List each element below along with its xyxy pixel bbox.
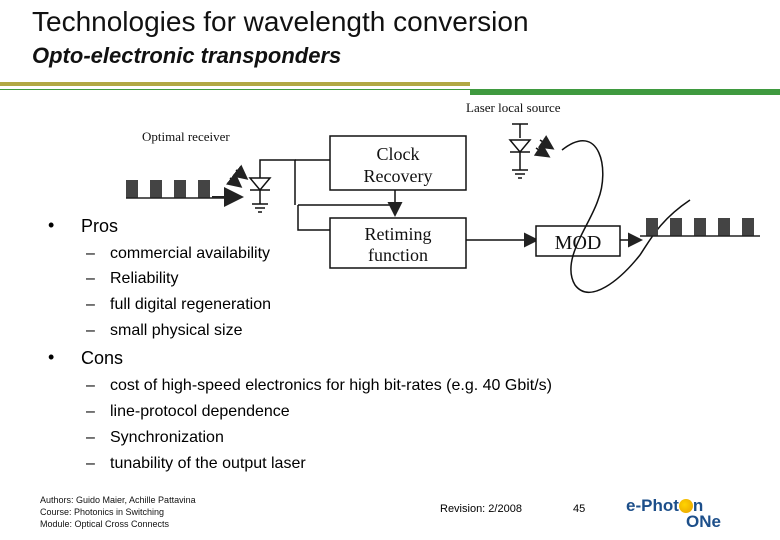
cons-item-text: Synchronization — [110, 429, 224, 446]
cons-item-text: line-protocol dependence — [110, 403, 290, 420]
pros-heading: Pros — [81, 216, 119, 236]
clock-label-1: Clock — [377, 144, 420, 164]
page-title: Technologies for wavelength conversion — [32, 6, 529, 37]
green-rule-thin — [0, 89, 470, 90]
logo-text-n: n — [692, 496, 704, 515]
page-number: 45 — [573, 503, 586, 515]
footer-module: Module: Optical Cross Connects — [40, 519, 170, 529]
output-pulse-train — [640, 218, 760, 237]
receiver-label: Optimal receiver — [142, 129, 230, 144]
cons-item-text: tunability of the output laser — [110, 455, 306, 472]
green-rule — [470, 89, 780, 95]
cons-heading: Cons — [81, 348, 124, 368]
logo-orb-icon — [678, 499, 693, 513]
pros-item-text: full digital regeneration — [110, 296, 271, 313]
footer-course: Course: Photonics in Switching — [40, 507, 165, 517]
cons-item-text: cost of high-speed electronics for high … — [110, 377, 552, 394]
pros-item-text: small physical size — [110, 322, 243, 339]
pros-item-text: commercial availability — [110, 245, 271, 262]
laser-diode-icon — [508, 123, 555, 179]
input-pulse-train — [126, 180, 244, 207]
pros-item-text: Reliability — [110, 270, 179, 287]
retiming-label-1: Retiming — [365, 224, 432, 244]
page-subtitle: Opto-electronic transponders — [32, 43, 342, 68]
olive-rule — [0, 82, 470, 86]
laser-label: Laser local source — [466, 100, 561, 115]
photodiode-icon — [225, 164, 272, 213]
bullet-dot-icon: • — [48, 347, 55, 367]
fiber-curve — [561, 140, 691, 293]
bullet-dot-icon: • — [48, 215, 55, 235]
clock-recovery-box: Clock Recovery — [329, 135, 467, 191]
mod-box: MOD — [535, 225, 621, 257]
retiming-function-box: Retiming function — [329, 217, 467, 269]
clock-label-2: Recovery — [364, 166, 433, 186]
footer-authors: Authors: Guido Maier, Achille Pattavina — [40, 495, 196, 505]
retiming-label-2: function — [368, 245, 428, 265]
footer-revision: Revision: 2/2008 — [440, 503, 522, 515]
signal-wires — [259, 159, 643, 248]
logo-text-bottom: ONe — [686, 512, 721, 531]
footer-credits: Authors: Guido Maier, Achille Pattavina … — [40, 494, 196, 530]
logo-text-top: e-Phot — [626, 496, 679, 515]
